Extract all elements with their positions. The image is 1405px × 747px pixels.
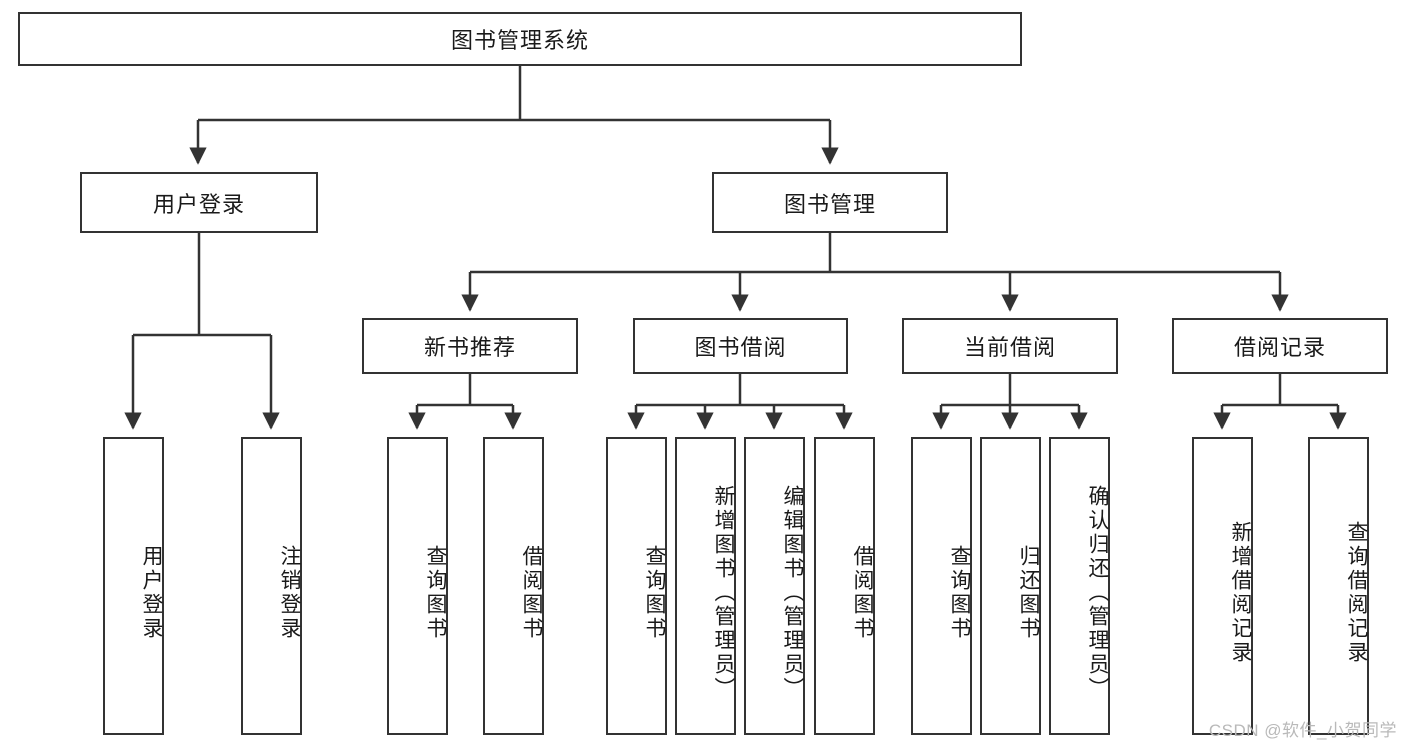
leaf-edit-book-admin[interactable]: 编辑图书（管理员）	[744, 437, 805, 735]
node-user-login[interactable]: 用户登录	[80, 172, 318, 233]
leaf-borrow-book[interactable]: 借阅图书	[814, 437, 875, 735]
node-borrow-record[interactable]: 借阅记录	[1172, 318, 1388, 374]
node-book-borrow[interactable]: 图书借阅	[633, 318, 848, 374]
leaf-add-book-admin[interactable]: 新增图书（管理员）	[675, 437, 736, 735]
leaf-logout[interactable]: 注销登录	[241, 437, 302, 735]
leaf-user-login[interactable]: 用户登录	[103, 437, 164, 735]
leaf-confirm-return-admin[interactable]: 确认归还（管理员）	[1049, 437, 1110, 735]
node-new-book-recommend[interactable]: 新书推荐	[362, 318, 578, 374]
node-book-management[interactable]: 图书管理	[712, 172, 948, 233]
watermark-text: CSDN @软件_小贺同学	[1208, 721, 1397, 740]
leaf-query-borrow-record[interactable]: 查询借阅记录	[1308, 437, 1369, 735]
leaf-add-borrow-record[interactable]: 新增借阅记录	[1192, 437, 1253, 735]
leaf-query-book-recommend[interactable]: 查询图书	[387, 437, 448, 735]
leaf-query-book-current[interactable]: 查询图书	[911, 437, 972, 735]
leaf-return-book[interactable]: 归还图书	[980, 437, 1041, 735]
leaf-borrow-book-recommend[interactable]: 借阅图书	[483, 437, 544, 735]
node-current-borrow[interactable]: 当前借阅	[902, 318, 1118, 374]
node-root-book-management-system[interactable]: 图书管理系统	[18, 12, 1022, 66]
leaf-query-book-borrow[interactable]: 查询图书	[606, 437, 667, 735]
